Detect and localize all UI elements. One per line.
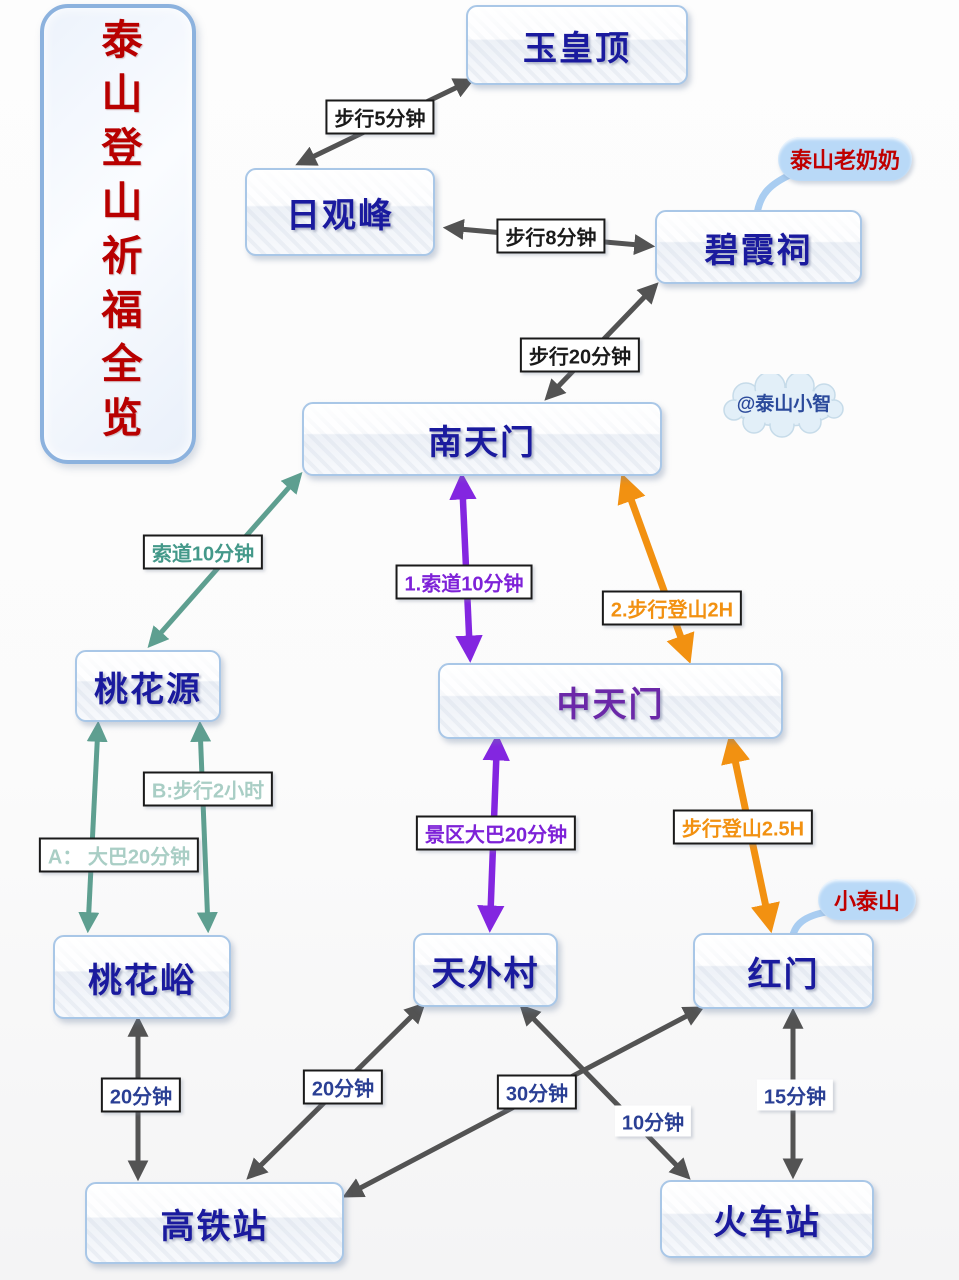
callout-tail-bixiaci (753, 170, 796, 218)
edge-label-tianwaicun-huochezhan: 10分钟 (614, 1105, 692, 1137)
node-label-taohuayu: 桃花峪 (88, 961, 196, 1000)
edge-label-nantianmen-taohuayuan: 索道10分钟 (142, 534, 264, 570)
node-label-bixiaci: 碧霞祠 (704, 231, 813, 270)
node-label-huochezhan: 火车站 (713, 1203, 821, 1242)
title-box: 泰山登山祈福全览 (40, 4, 196, 464)
edge-label-zhongtianmen-tianwaicun: 景区大巴20分钟 (415, 815, 577, 851)
node-nantianmen: 南天门 (302, 402, 662, 476)
node-gaotiezhan: 高铁站 (85, 1182, 344, 1264)
watermark-text: @泰山小智 (736, 394, 832, 415)
callout-hongmen-text: 小泰山 (833, 888, 900, 914)
edge-taohuayuan-taohuayu-b (190, 720, 218, 934)
node-taohuayu: 桃花峪 (53, 935, 231, 1019)
node-label-yuhuangding: 玉皇顶 (523, 29, 631, 68)
node-zhongtianmen: 中天门 (438, 663, 783, 739)
edge-label-nantianmen-bixiaci: 步行20分钟 (519, 337, 641, 373)
node-tianwaicun: 天外村 (413, 933, 558, 1007)
edge-label-riguanfeng-bixiaci: 步行8分钟 (496, 218, 606, 254)
edge-label-taohuayu-gaotiezhan: 20分钟 (100, 1077, 182, 1113)
edge-label-hongmen-huochezhan: 15分钟 (756, 1079, 834, 1111)
edge-label-taohuayuan-taohuayu-a: A： 大巴20分钟 (38, 837, 200, 873)
edge-label-nantianmen-zhongtianmen-cable: 1.索道10分钟 (395, 564, 533, 600)
node-label-tianwaicun: 天外村 (431, 954, 540, 993)
node-bixiaci: 碧霞祠 (655, 210, 862, 284)
node-label-gaotiezhan: 高铁站 (160, 1207, 269, 1246)
edge-nantianmen-zhongtianmen-walk (617, 473, 695, 664)
edge-label-taohuayuan-taohuayu-b: B:步行2小时 (142, 771, 274, 807)
node-huochezhan: 火车站 (660, 1180, 874, 1258)
callout-bixiaci-text: 泰山老奶奶 (789, 148, 900, 173)
edge-label-tianwaicun-gaotiezhan: 20分钟 (302, 1069, 384, 1105)
edge-label-hongmen-gaotiezhan: 30分钟 (496, 1074, 578, 1110)
edge-taohuayuan-taohuayu-a (78, 720, 108, 934)
node-label-nantianmen: 南天门 (428, 423, 536, 462)
node-riguanfeng: 日观峰 (245, 168, 435, 256)
callout-bixiaci: 泰山老奶奶 (778, 137, 912, 181)
node-taohuayuan: 桃花源 (75, 650, 221, 722)
callout-hongmen: 小泰山 (818, 879, 916, 920)
node-label-taohuayuan: 桃花源 (94, 670, 202, 709)
cloud-icon (723, 371, 844, 438)
edge-tianwaicun-huochezhan (519, 1004, 691, 1180)
edge-label-nantianmen-zhongtianmen-walk: 2.步行登山2H (601, 590, 743, 626)
node-label-hongmen: 红门 (747, 955, 820, 994)
watermark-cloud: @泰山小智 (716, 371, 852, 438)
node-label-riguanfeng: 日观峰 (286, 196, 394, 235)
page-title: 泰山登山祈福全览 (95, 18, 141, 450)
node-hongmen: 红门 (693, 933, 874, 1009)
node-label-zhongtianmen: 中天门 (556, 685, 665, 724)
node-yuhuangding: 玉皇顶 (466, 5, 688, 85)
edge-label-zhongtianmen-hongmen: 步行登山2.5H (672, 809, 814, 845)
edge-label-riguanfeng-yuhuangding: 步行5分钟 (325, 99, 435, 135)
